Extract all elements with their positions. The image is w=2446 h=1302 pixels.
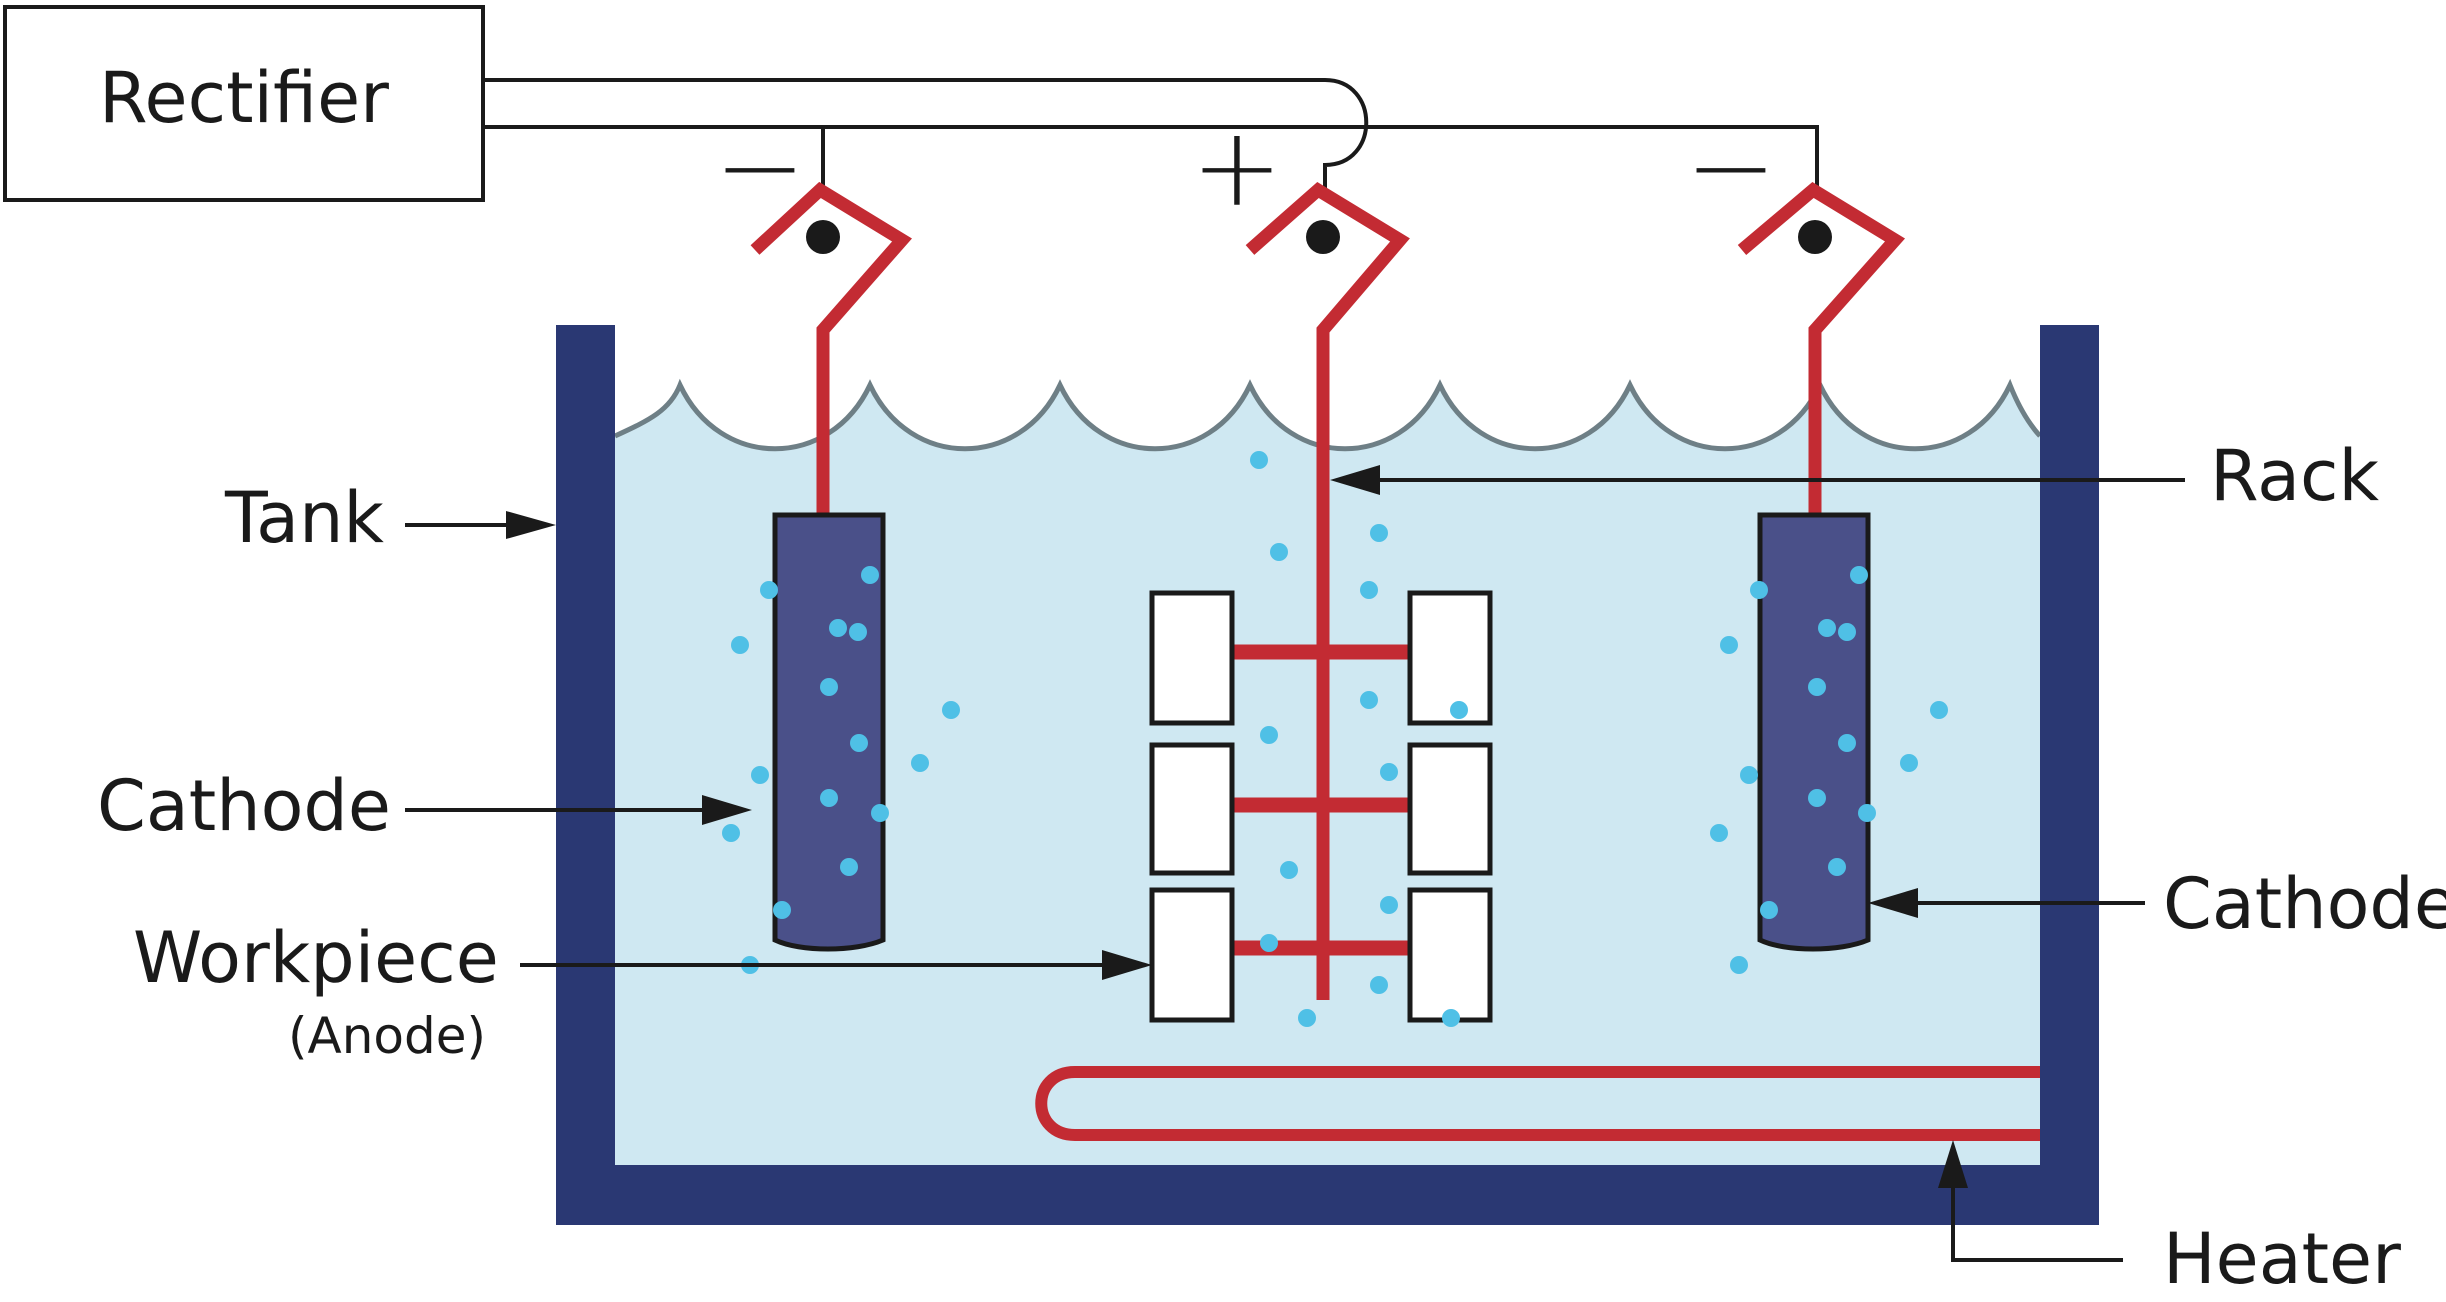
tank-arrowhead [506,511,556,539]
right-cathode [1757,512,1871,952]
heater-coil [1035,1066,2040,1141]
bubble [861,566,879,584]
bubble [829,619,847,637]
workpiece-left-middle [1149,742,1235,876]
bubble [820,789,838,807]
bubble [1450,701,1468,719]
left-contact-point [806,220,840,254]
bubble [1760,901,1778,919]
bubble [760,581,778,599]
negative-sign-right: − [1685,103,1777,231]
bubble [1370,976,1388,994]
bubble [1900,754,1918,772]
workpieces [1149,590,1493,1023]
bubble [1740,766,1758,784]
bubble [1442,1009,1460,1027]
bubble [1818,619,1836,637]
workpiece-left-bottom [1149,887,1235,1023]
rack-arrowhead [1330,465,1380,495]
bubble [722,824,740,842]
bubble [849,623,867,641]
bubble [1270,543,1288,561]
bubble [731,636,749,654]
heater-label: Heater [2163,1218,2401,1297]
bubble [911,754,929,772]
workpiece-right-bottom [1407,887,1493,1023]
bubble [850,734,868,752]
bubble [1838,734,1856,752]
bubble [1298,1009,1316,1027]
workpiece-right-middle [1407,742,1493,876]
bubble [1850,566,1868,584]
bubble [1360,581,1378,599]
tank-label: Tank [224,477,384,559]
liquid-surface-line [613,378,2042,452]
bubble [1260,726,1278,744]
workpiece-left-top [1149,590,1235,726]
bubble [840,858,858,876]
right-cathode-hanger [1737,182,1906,515]
rectifier-label: Rectifier [99,57,389,139]
workpiece-arrowhead [1102,950,1152,980]
bubble [1730,956,1748,974]
rack [1230,181,1412,1000]
bubble [1280,861,1298,879]
bubble [942,701,960,719]
bubble [1370,524,1388,542]
bubble [773,901,791,919]
center-contact-point [1306,220,1340,254]
bubble [1808,789,1826,807]
bubble [751,766,769,784]
right-contact-point [1798,220,1832,254]
cathode-left-arrowhead [702,795,752,825]
wiring [483,78,1819,188]
bubble [1380,763,1398,781]
bubble [1808,678,1826,696]
cathode-label-left: Cathode [97,765,391,847]
label-arrows [405,465,2185,1262]
bubble [1710,824,1728,842]
bubble [820,678,838,696]
left-cathode-hanger [750,181,912,515]
rack-label: Rack [2210,435,2379,517]
positive-sign: + [1191,103,1283,231]
bubble [1828,858,1846,876]
bubble [1260,934,1278,952]
bubble [1380,896,1398,914]
gas-bubbles [722,451,1948,1027]
bubble [1930,701,1948,719]
rectifier-box [3,5,485,202]
workpiece-sublabel: (Anode) [288,1007,486,1065]
bubble [1250,451,1268,469]
bubble [871,804,889,822]
bubble [1750,581,1768,599]
bubble [1360,691,1378,709]
bubble [1858,804,1876,822]
heater-arrowhead [1938,1140,1968,1188]
cathode-label-right: Cathode [2163,863,2446,945]
workpiece-right-top [1407,590,1493,726]
workpiece-label: Workpiece [133,917,499,999]
bubble [1720,636,1738,654]
bubble [1838,623,1856,641]
cathode-right-arrowhead [1868,888,1918,918]
